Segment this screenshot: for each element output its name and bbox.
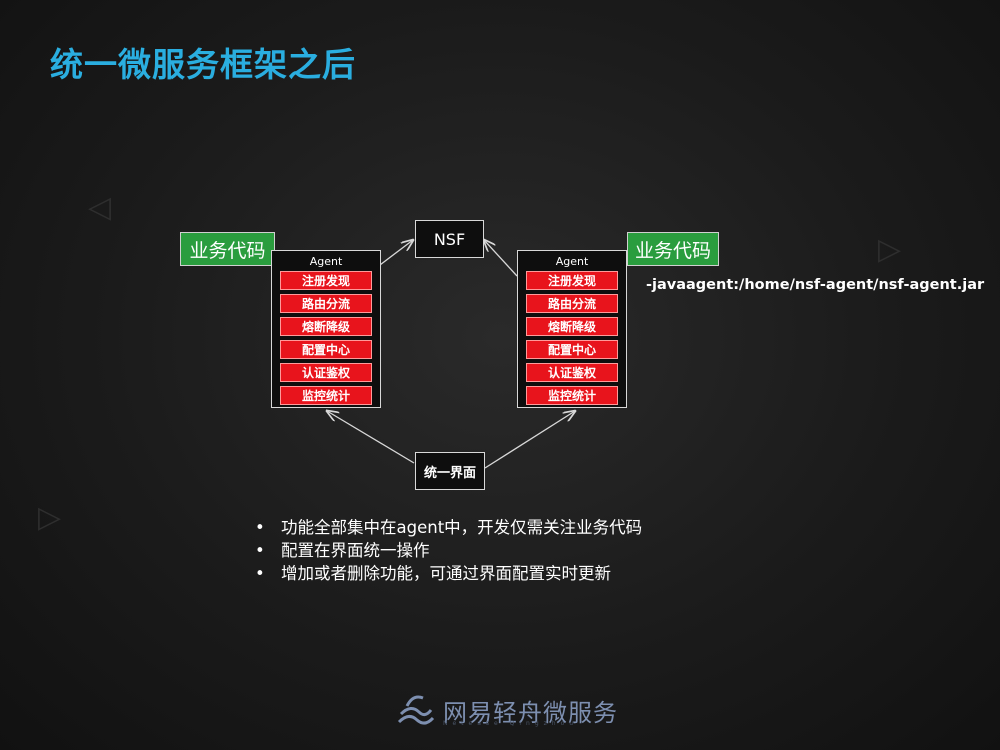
logo-subtext: Netease Qingzhou <box>443 720 579 727</box>
business-code-box-right: 业务代码 <box>627 232 719 266</box>
bullet-text: 增加或者删除功能，可通过界面配置实时更新 <box>281 564 611 583</box>
feature-monitoring: 监控统计 <box>526 386 618 405</box>
feature-register-discovery: 注册发现 <box>526 271 618 290</box>
list-item: • 增加或者删除功能，可通过界面配置实时更新 <box>255 562 642 585</box>
javaagent-path-text: -javaagent:/home/nsf-agent/nsf-agent.jar <box>646 277 985 293</box>
agent-title: Agent <box>309 255 343 268</box>
background-triangle-decoration: ◁ <box>88 190 112 225</box>
feature-auth: 认证鉴权 <box>526 363 618 382</box>
nsf-box: NSF <box>415 220 484 258</box>
feature-routing: 路由分流 <box>280 294 372 313</box>
background-triangle-decoration: ▷ <box>878 232 902 267</box>
slide-title: 统一微服务框架之后 <box>50 45 356 84</box>
feature-circuit-breaker: 熔断降级 <box>526 317 618 336</box>
agent-box-right: Agent 注册发现 路由分流 熔断降级 配置中心 认证鉴权 监控统计 <box>517 250 627 408</box>
agent-box-left: Agent 注册发现 路由分流 熔断降级 配置中心 认证鉴权 监控统计 <box>271 250 381 408</box>
feature-routing: 路由分流 <box>526 294 618 313</box>
logo-text: 网易轻舟微服务 <box>443 698 618 727</box>
list-item: • 配置在界面统一操作 <box>255 539 642 562</box>
agent-title: Agent <box>555 255 589 268</box>
feature-register-discovery: 注册发现 <box>280 271 372 290</box>
bullet-dot-icon: • <box>255 541 265 560</box>
business-code-box-left: 业务代码 <box>180 232 275 266</box>
bullet-text: 功能全部集中在agent中，开发仅需关注业务代码 <box>281 518 643 537</box>
bullet-dot-icon: • <box>255 518 265 537</box>
footer-logo: 网易轻舟微服务 Netease Qingzhou <box>395 690 618 730</box>
arrow-ui-to-agent-left <box>327 411 415 464</box>
bullet-list: • 功能全部集中在agent中，开发仅需关注业务代码 • 配置在界面统一操作 • 增加… <box>255 516 642 585</box>
background-triangle-decoration: ▷ <box>38 500 62 535</box>
list-item: • 功能全部集中在agent中，开发仅需关注业务代码 <box>255 516 642 539</box>
wave-logo-icon <box>397 695 435 725</box>
arrow-ui-to-agent-right <box>484 411 575 469</box>
unified-ui-box: 统一界面 <box>415 452 485 490</box>
arrow-agent-right-to-nsf <box>484 240 518 277</box>
feature-monitoring: 监控统计 <box>280 386 372 405</box>
feature-config-center: 配置中心 <box>280 340 372 359</box>
feature-circuit-breaker: 熔断降级 <box>280 317 372 336</box>
bullet-text: 配置在界面统一操作 <box>281 541 430 560</box>
bullet-dot-icon: • <box>255 564 265 583</box>
feature-config-center: 配置中心 <box>526 340 618 359</box>
feature-auth: 认证鉴权 <box>280 363 372 382</box>
